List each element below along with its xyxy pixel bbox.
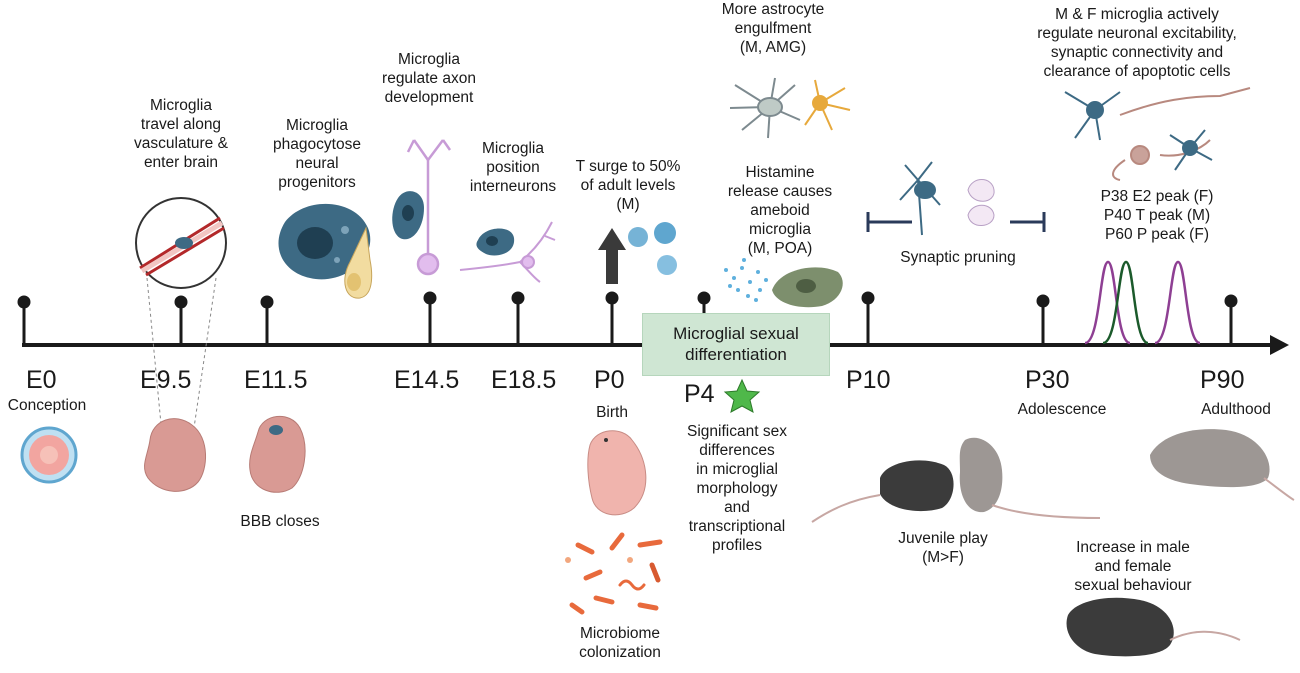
stage-label-e9-5: E9.5 bbox=[140, 366, 192, 394]
ameboid-microglia bbox=[772, 267, 843, 308]
box-line: differentiation bbox=[685, 345, 787, 364]
star-icon bbox=[723, 378, 761, 413]
t-sphere bbox=[628, 222, 677, 275]
neural-progenitor bbox=[344, 226, 373, 299]
annotation-t-surge: T surge to 50%of adult levels (M) bbox=[575, 158, 681, 213]
mating-mice bbox=[1066, 597, 1241, 657]
sexual-differentiation-box: Microglial sexual differentiation bbox=[642, 313, 830, 376]
astrocyte bbox=[729, 77, 801, 139]
timeline-arrowhead bbox=[1270, 335, 1289, 355]
interneuron bbox=[459, 221, 556, 283]
stage-label-p10: P10 bbox=[846, 366, 891, 394]
interneuron-microglia bbox=[476, 228, 515, 256]
timeline-ticks bbox=[17, 291, 1238, 345]
box-line: Microglial sexual bbox=[673, 324, 799, 343]
blood-vessel-magnifier bbox=[135, 197, 227, 456]
annotation-peaks: P38 E2 peak (F)P40 T peak (M) P60 P peak… bbox=[1100, 188, 1214, 243]
neuron-cluster bbox=[1064, 87, 1251, 181]
embryo-2 bbox=[249, 415, 306, 493]
mouse-pair bbox=[811, 437, 1101, 523]
stage-label-p0: P0 bbox=[594, 366, 625, 394]
bacteria bbox=[565, 532, 663, 615]
stage-label-e11-5: E11.5 bbox=[244, 366, 308, 394]
microglia-cell bbox=[278, 203, 371, 280]
astrocyte-yellow bbox=[804, 79, 851, 131]
adult-mouse bbox=[1150, 429, 1295, 501]
stage-sublabel-adulthood: Adulthood bbox=[1201, 401, 1271, 418]
stage-label-e14-5: E14.5 bbox=[394, 366, 460, 394]
histamine-dots bbox=[724, 258, 768, 302]
stage-sublabel-bbb: BBB closes bbox=[240, 513, 320, 530]
annotation-pruning: Synaptic pruning bbox=[900, 249, 1016, 266]
zygote bbox=[20, 426, 78, 484]
arrow-up-icon bbox=[598, 228, 626, 284]
hormone-curves bbox=[1084, 260, 1201, 345]
pup bbox=[587, 430, 647, 516]
stage-label-p90: P90 bbox=[1200, 366, 1245, 394]
stage-label-p4: P4 bbox=[684, 380, 715, 408]
stage-label-p30: P30 bbox=[1025, 366, 1070, 394]
microglia-cell-2 bbox=[392, 191, 424, 240]
synapse bbox=[866, 161, 1046, 236]
stage-label-e18-5: E18.5 bbox=[491, 366, 557, 394]
embryo bbox=[144, 418, 207, 492]
axon-neuron bbox=[406, 139, 452, 276]
stage-label-e0: E0 bbox=[26, 366, 57, 394]
stage-sublabel-adolescence: Adolescence bbox=[1017, 401, 1107, 418]
stage-sublabel-birth: Birth bbox=[596, 404, 628, 421]
annotation-juvenile: Juvenile play(M>F) bbox=[898, 530, 988, 566]
stage-sublabel-conception: Conception bbox=[7, 397, 87, 414]
